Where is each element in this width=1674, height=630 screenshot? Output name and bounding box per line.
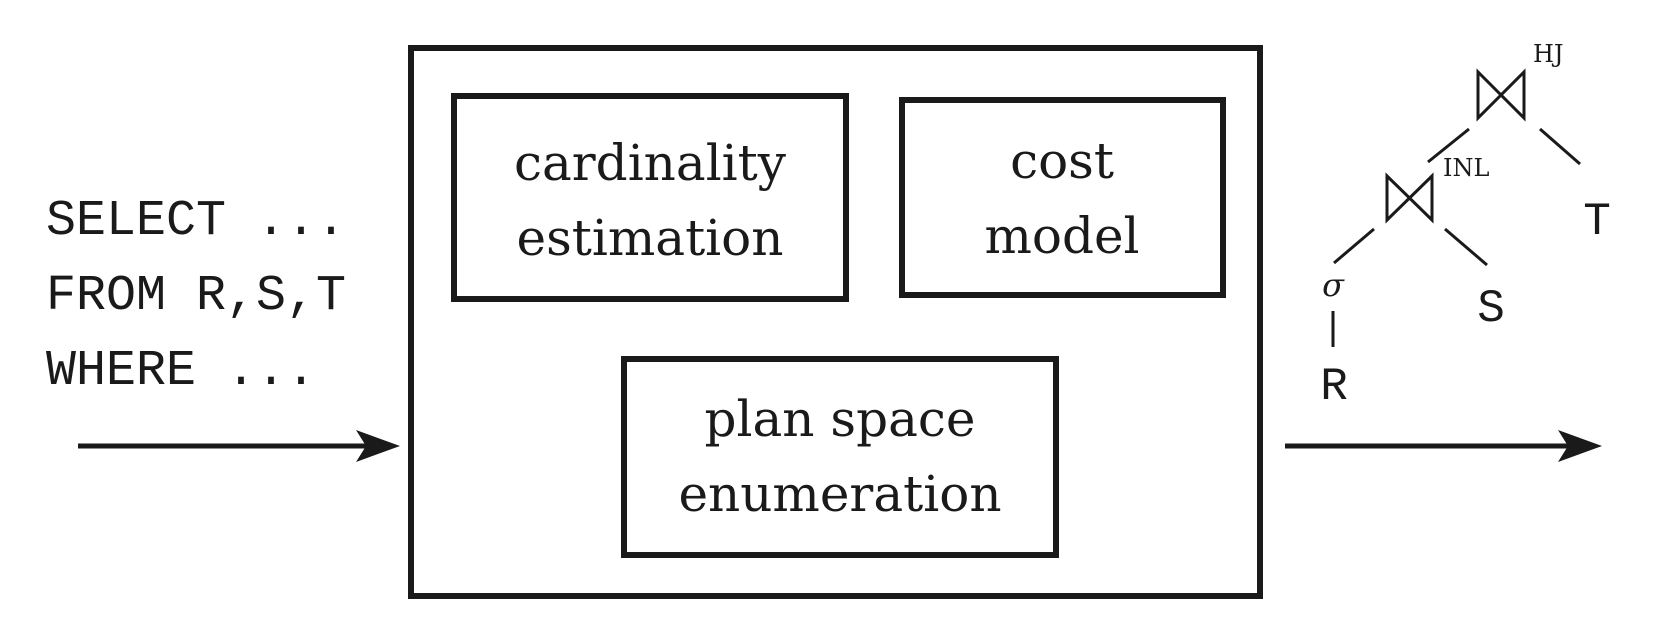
inl-join-label: INL (1443, 154, 1489, 182)
plan-enumeration-box: plan space enumeration (621, 356, 1059, 558)
selection-sigma: σ (1322, 266, 1345, 304)
query-line-from: FROM R,S,T (46, 268, 346, 325)
relation-r: R (1320, 361, 1348, 413)
edge-hj-inl (1427, 127, 1470, 164)
cost-label-line2: model (984, 207, 1139, 265)
hash-join-bowtie-icon (1476, 68, 1526, 122)
enumeration-label-line2: enumeration (678, 465, 1001, 523)
query-line-select: SELECT ... (46, 193, 346, 250)
query-plan-tree: HJ INL T σ S R (1320, 40, 1611, 413)
optimizer-box (408, 45, 1263, 599)
inl-join-node: INL (1385, 154, 1489, 224)
relation-s: S (1477, 283, 1505, 335)
edge-hj-t (1539, 127, 1581, 166)
hash-join-label: HJ (1533, 40, 1564, 68)
inl-join-bowtie-icon (1385, 172, 1434, 224)
hash-join-node: HJ (1476, 40, 1564, 122)
relation-t: T (1583, 196, 1611, 248)
cardinality-estimation-box: cardinality estimation (451, 93, 849, 302)
cost-model-box: cost model (899, 97, 1226, 298)
output-arrow (1285, 430, 1602, 462)
input-arrow (78, 430, 400, 462)
sql-query: SELECT ... FROM R,S,T WHERE ... (46, 193, 346, 400)
cardinality-label-line2: estimation (517, 209, 784, 267)
edge-inl-s (1444, 227, 1488, 267)
enumeration-label-line1: plan space (705, 390, 976, 448)
edge-inl-sigma (1333, 227, 1375, 265)
query-line-where: WHERE ... (46, 343, 316, 400)
cardinality-label-line1: cardinality (514, 134, 787, 192)
cost-label-line1: cost (1010, 132, 1114, 190)
